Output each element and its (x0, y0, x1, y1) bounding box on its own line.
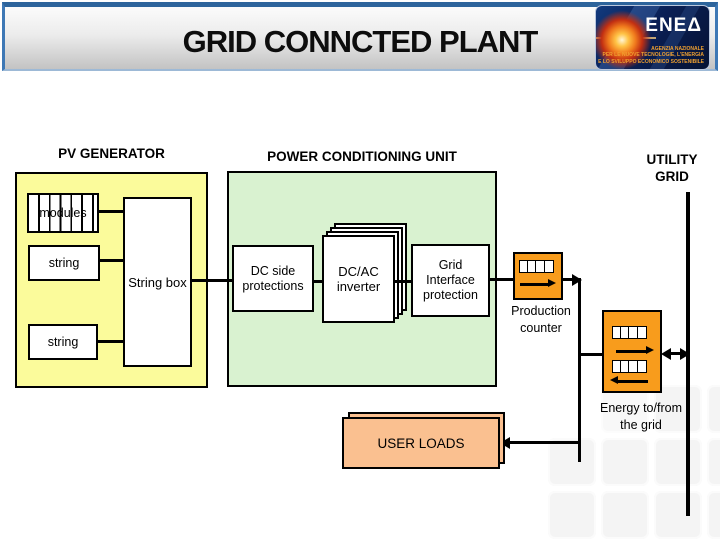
dc-ac-inverter-label: DC/AC inverter (336, 264, 381, 294)
connector-production-bus (563, 278, 574, 281)
connector-string2-stringbox (98, 340, 123, 343)
utility-grid-label: UTILITY GRID (646, 152, 698, 184)
power-conditioning-unit-label: POWER CONDITIONING UNIT (267, 149, 457, 164)
logo-tagline: AGENZIA NAZIONALE PER LE NUOVE TECNOLOGI… (598, 46, 704, 66)
pv-modules-box: modules (27, 193, 99, 233)
grid-interface-protection-box: Grid Interface protection (411, 244, 490, 317)
connector-bus-userloads (508, 441, 580, 444)
pv-string-top-label: string (48, 255, 80, 270)
counter-cell (636, 326, 647, 339)
counter-display (519, 260, 554, 273)
background-tile (707, 385, 720, 433)
background-tile (548, 491, 596, 539)
logo-tagline-line3: E LO SVILUPPO ECONOMICO SOSTENIBILE (598, 58, 704, 65)
arrowhead-to-userloads-icon (500, 436, 510, 449)
counter-cell (543, 260, 554, 273)
arrowhead-to-bus-icon (572, 273, 582, 286)
background-tile (601, 438, 649, 486)
arrowhead-to-grid-icon (680, 347, 690, 360)
production-counter-meter (513, 252, 563, 300)
connector-inverter-gridinterface (394, 280, 412, 283)
sun-icon (596, 8, 654, 69)
dc-ac-inverter-box: DC/AC inverter (322, 235, 395, 323)
power-flow-right-icon (520, 279, 556, 287)
dc-side-protections-label: DC side protections (242, 263, 304, 293)
arrowhead-to-counter-icon (661, 347, 671, 360)
user-loads-label: USER LOADS (377, 435, 465, 451)
slide-title: GRID CONNCTED PLANT (182, 24, 539, 59)
user-loads-box: USER LOADS (342, 417, 500, 469)
ac-distribution-bus (578, 278, 581, 462)
power-flow-left-icon (610, 376, 648, 384)
background-tile (548, 438, 596, 486)
connector-stringbox-dcside (192, 279, 232, 282)
counter-display (612, 326, 647, 339)
pv-modules-label: modules (39, 205, 87, 220)
energy-counter-meter (602, 310, 662, 393)
background-tile (654, 438, 702, 486)
pv-string-bottom-box: string (28, 324, 98, 360)
pv-generator-section: modules string string String box (15, 172, 208, 388)
energy-counter-label: Energy to/from the grid (600, 401, 682, 432)
power-conditioning-unit-section: DC side protections DC/AC inverter Grid … (227, 171, 497, 387)
dc-side-protections-box: DC side protections (232, 245, 314, 312)
production-counter-label: Production counter (511, 304, 571, 335)
background-tile (601, 491, 649, 539)
background-tile (601, 385, 649, 433)
logo-tagline-line2: PER LE NUOVE TECNOLOGIE, L'ENERGIA (602, 52, 704, 58)
connector-string1-stringbox (100, 259, 123, 262)
connector-modules-stringbox (99, 210, 123, 213)
pv-string-bottom-label: string (47, 334, 79, 349)
enea-logo: ENEΔ AGENZIA NAZIONALE PER LE NUOVE TECN… (595, 5, 710, 70)
pv-string-top-box: string (28, 245, 100, 281)
connector-gridinterface-production (490, 278, 514, 281)
background-tile (707, 491, 720, 539)
logo-tagline-line1: AGENZIA NAZIONALE (651, 45, 704, 52)
utility-grid-line (686, 192, 690, 516)
background-tile (654, 385, 702, 433)
pv-generator-label: PV GENERATOR (58, 146, 165, 161)
background-tile (707, 438, 720, 486)
string-box: String box (123, 197, 192, 367)
connector-energycounter-grid (668, 352, 684, 355)
connector-dcside-inverter (313, 280, 322, 283)
connector-bus-energycounter (581, 353, 602, 356)
grid-interface-protection-label: Grid Interface protection (423, 258, 478, 302)
string-box-label: String box (128, 274, 187, 290)
background-tile (654, 491, 702, 539)
power-flow-right-icon (616, 346, 654, 354)
counter-cell (636, 360, 647, 373)
counter-display (612, 360, 647, 373)
logo-brand-text: ENEΔ (645, 15, 702, 36)
